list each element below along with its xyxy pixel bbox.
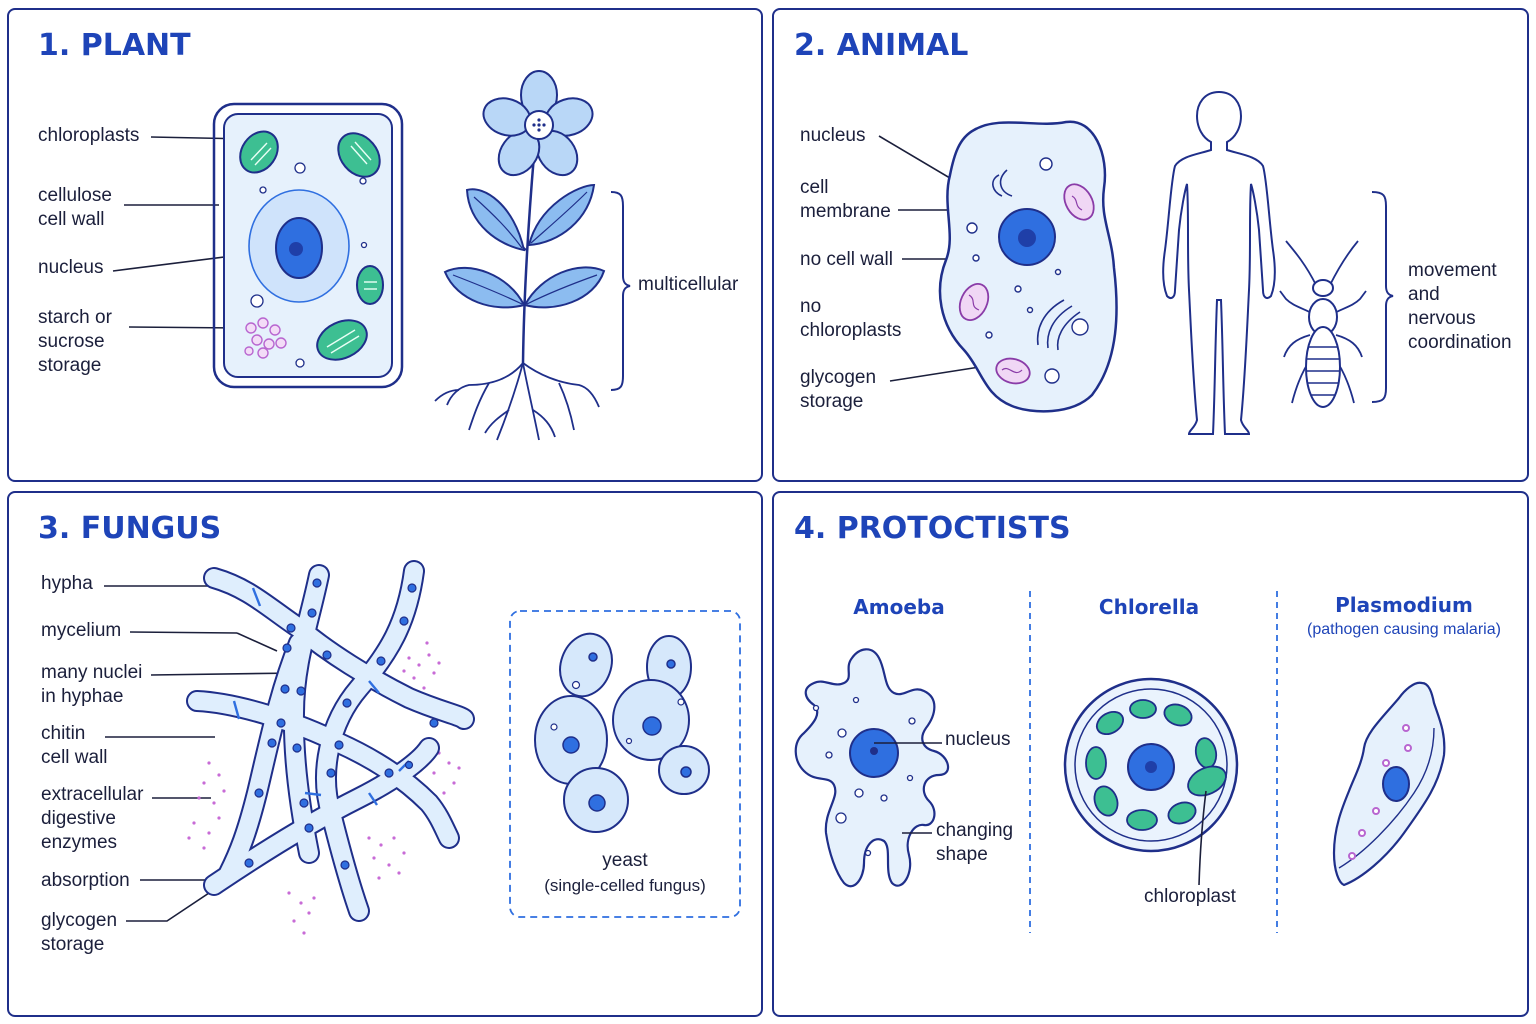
chlorella-heading: Chlorella xyxy=(1098,595,1200,619)
label-nucleus: nucleus xyxy=(38,257,104,278)
yeast-label: yeast xyxy=(602,850,648,871)
plasmodium-icon xyxy=(1332,681,1446,887)
yeast-note: (single-celled fungus) xyxy=(544,876,706,895)
plant-panel: 1. PLANT chloroplasts cellulose cell wal… xyxy=(7,8,763,482)
label-nucleus: nucleus xyxy=(800,125,866,146)
label-mycelium: mycelium xyxy=(41,620,122,641)
yeast-cells-icon xyxy=(509,610,741,918)
protoctists-dividers xyxy=(1029,591,1278,933)
label-no-cell-wall: no cell wall xyxy=(800,249,893,270)
protoctists-title: 4. PROTOCTISTS xyxy=(794,511,1071,546)
animal-cell-icon xyxy=(878,120,1394,413)
label-hypha: hypha xyxy=(41,573,93,594)
protoctists-panel: 4. PROTOCTISTS Amoeba Chlorella Plasmodi… xyxy=(772,491,1529,1017)
flowering-plant-icon xyxy=(434,70,606,441)
amoeba-icon xyxy=(794,648,950,888)
plasmodium-heading: Plasmodium xyxy=(1335,593,1473,617)
amoeba-label-nucleus: nucleus xyxy=(945,729,1011,750)
label-starch-storage: starch or sucrose storage xyxy=(38,307,112,376)
label-cell-membrane: cell membrane xyxy=(800,177,891,222)
animal-panel: 2. ANIMAL nucleus cell membrane no cell … xyxy=(772,8,1529,482)
amoeba-heading: Amoeba xyxy=(853,595,945,619)
label-no-chloroplasts: no chloroplasts xyxy=(800,296,902,341)
label-cellulose-cell-wall: cellulose cell wall xyxy=(38,185,112,230)
chlorella-label-chloroplast: chloroplast xyxy=(1144,886,1236,907)
amoeba-label-changing-shape: changing shape xyxy=(936,820,1014,865)
label-chloroplasts: chloroplasts xyxy=(38,125,140,146)
label-extracellular-enzymes: extracellular digestive enzymes xyxy=(41,784,144,853)
hyphae-icon xyxy=(104,560,475,935)
chlorella-icon xyxy=(1063,677,1239,886)
fungus-panel: 3. FUNGUS hypha mycelium many nuclei in … xyxy=(7,491,763,1017)
plasmodium-note: (pathogen causing malaria) xyxy=(1307,621,1501,638)
label-chitin-cell-wall: chitin cell wall xyxy=(41,723,108,768)
fungus-title: 3. FUNGUS xyxy=(38,511,222,546)
human-figure-icon xyxy=(1162,90,1276,435)
animal-title: 2. ANIMAL xyxy=(794,28,969,63)
label-many-nuclei: many nuclei in hyphae xyxy=(41,662,143,707)
label-glycogen-storage: glycogen storage xyxy=(41,910,118,955)
label-glycogen-storage: glycogen storage xyxy=(800,367,877,412)
insect-icon xyxy=(1279,240,1367,408)
plant-title: 1. PLANT xyxy=(38,28,191,63)
label-multicellular: multicellular xyxy=(638,274,739,295)
label-absorption: absorption xyxy=(41,870,130,891)
plant-cell-icon xyxy=(112,102,631,391)
label-movement-coordination: movement and nervous coordination xyxy=(1408,260,1512,353)
